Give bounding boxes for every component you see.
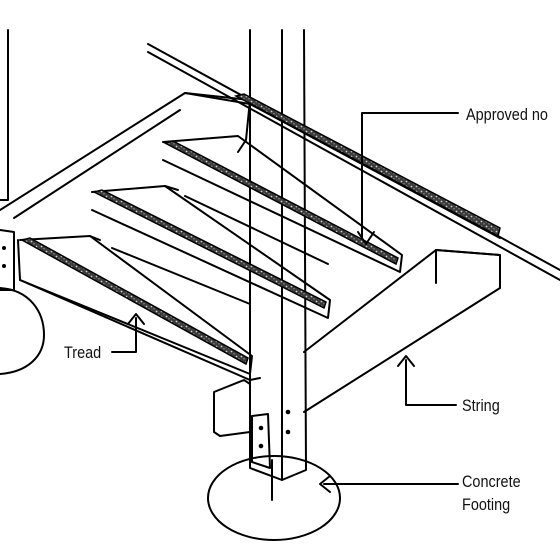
stringer-foot: [213, 379, 251, 437]
upper-stringer-bottom: [13, 109, 181, 219]
post-bolt: [285, 409, 291, 415]
lower-stringer: [17, 239, 261, 381]
approved-leader: [361, 112, 459, 239]
label-footing: Footing: [462, 495, 511, 514]
left-bolt: [2, 264, 6, 268]
tread-3: [162, 135, 403, 273]
label-string: String: [462, 396, 500, 415]
back-frame: [184, 92, 501, 239]
center-post: [249, 29, 307, 481]
tread-1-nonslip: [19, 237, 249, 366]
upper-stringer: [0, 92, 251, 211]
tread-leader: [111, 317, 137, 353]
front-stringer: [303, 249, 501, 413]
tread-1: [19, 235, 253, 375]
tread-2-nonslip: [91, 189, 327, 310]
tread-3-nonslip: [162, 140, 399, 266]
label-approved: Approved no: [466, 105, 548, 124]
left-post: [0, 29, 9, 201]
left-bracket: [0, 229, 15, 291]
landing-nonslip: [233, 93, 501, 238]
front-stringer-top: [435, 249, 501, 256]
label-concrete: Concrete: [462, 472, 521, 491]
string-leader: [405, 359, 457, 406]
left-footing: [0, 287, 45, 375]
left-bolt: [2, 246, 6, 250]
post-bracket: [251, 413, 271, 469]
center-footing: [207, 455, 341, 541]
footing-arrow: [319, 475, 331, 493]
tread-arrow: [127, 313, 145, 325]
string-arrow: [397, 355, 415, 367]
label-tread: Tread: [64, 343, 102, 362]
approved-arrow: [357, 231, 375, 245]
post-bolt: [285, 429, 291, 435]
bracket-bolt: [258, 425, 264, 431]
bracket-bolt: [258, 443, 264, 449]
riser-1: [89, 185, 179, 241]
